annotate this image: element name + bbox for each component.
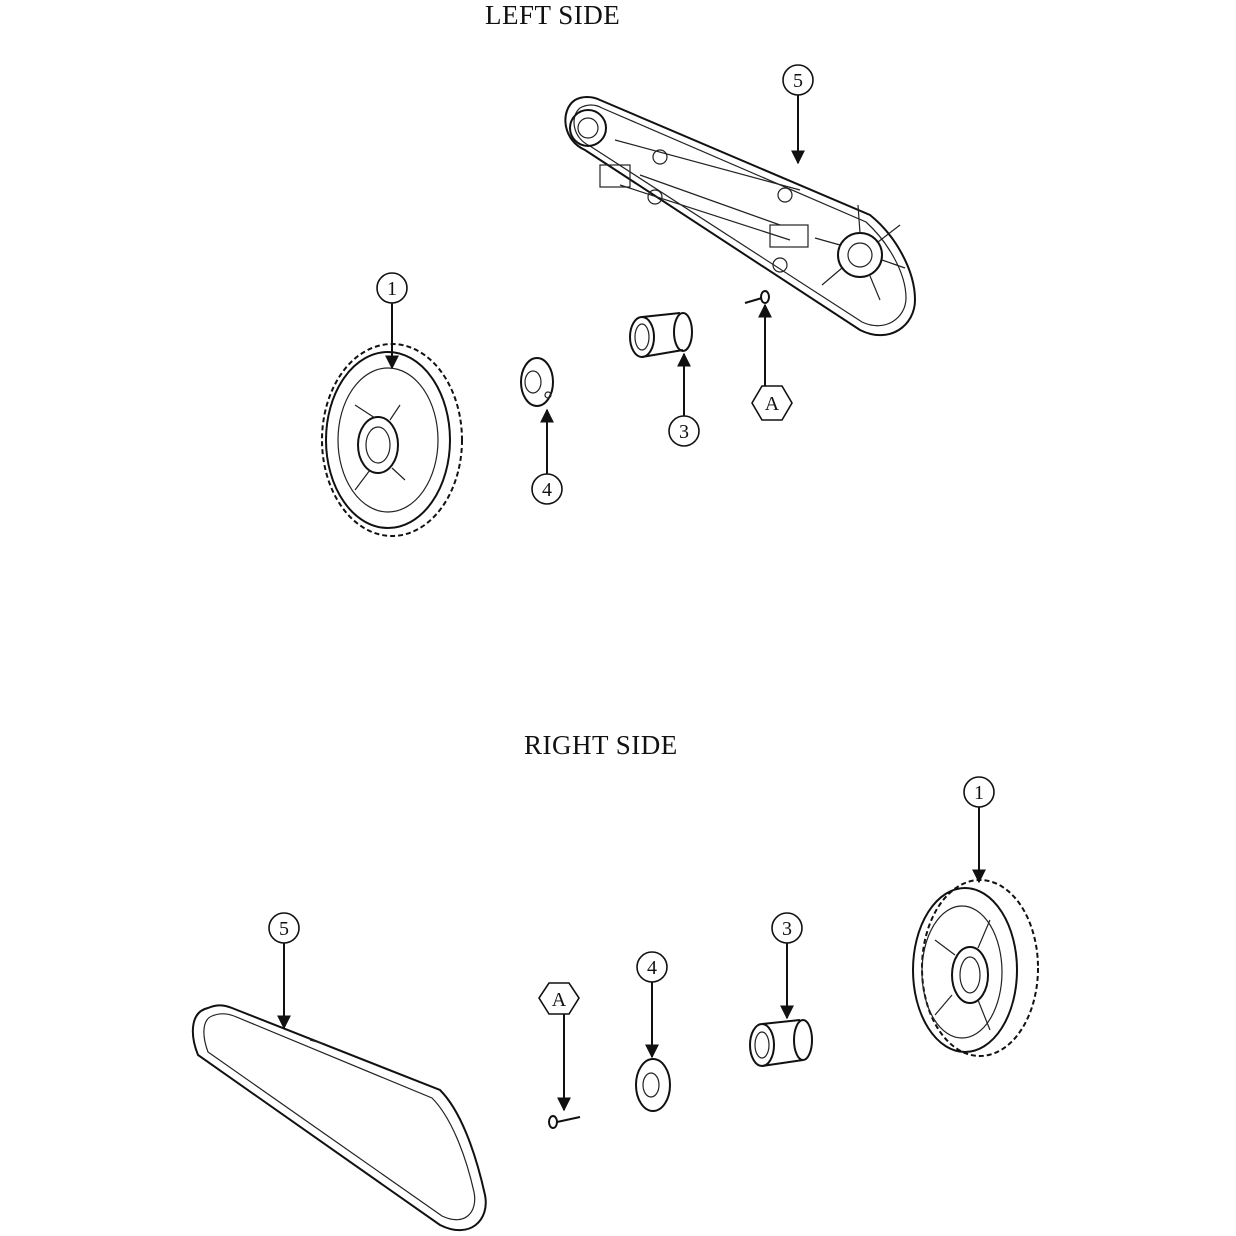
right-large-sprocket — [912, 879, 1039, 1057]
svg-text:4: 4 — [647, 957, 657, 979]
right-callout-4: 4 — [636, 951, 668, 1059]
svg-text:5: 5 — [279, 918, 289, 940]
left-large-sprocket — [321, 343, 463, 537]
left-side-title: LEFT SIDE — [485, 0, 621, 30]
left-callout-1: 1 — [376, 272, 408, 370]
right-callout-A: A — [538, 982, 580, 1112]
right-flange-washer — [635, 1058, 671, 1112]
svg-text:4: 4 — [542, 479, 552, 501]
left-callout-A: A — [751, 303, 793, 421]
right-callout-5: 5 — [268, 912, 300, 1030]
right-screw — [548, 1115, 581, 1129]
left-screw — [744, 290, 770, 304]
right-callout-1: 1 — [963, 776, 995, 884]
right-bushing — [749, 1019, 813, 1067]
left-callout-3: 3 — [668, 352, 700, 447]
left-callout-4: 4 — [531, 408, 563, 505]
left-bushing — [629, 312, 693, 358]
right-callout-3: 3 — [771, 912, 803, 1020]
svg-text:A: A — [552, 989, 567, 1011]
svg-text:3: 3 — [782, 918, 792, 940]
left-callout-5: 5 — [782, 64, 814, 165]
left-belt-guard-cover — [564, 96, 917, 337]
svg-text:3: 3 — [679, 421, 689, 443]
svg-text:1: 1 — [387, 278, 397, 300]
right-belt — [191, 1004, 487, 1232]
svg-text:1: 1 — [974, 782, 984, 804]
right-side-title: RIGHT SIDE — [524, 730, 678, 760]
svg-text:5: 5 — [793, 70, 803, 92]
left-flange-washer — [520, 357, 554, 407]
svg-text:A: A — [765, 393, 780, 415]
